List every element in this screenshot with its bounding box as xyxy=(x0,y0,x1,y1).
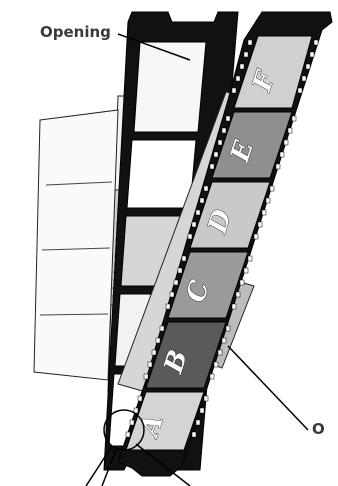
opening-label: Opening xyxy=(40,23,111,41)
right-label: O xyxy=(312,420,325,438)
right-callout: O xyxy=(228,346,325,438)
